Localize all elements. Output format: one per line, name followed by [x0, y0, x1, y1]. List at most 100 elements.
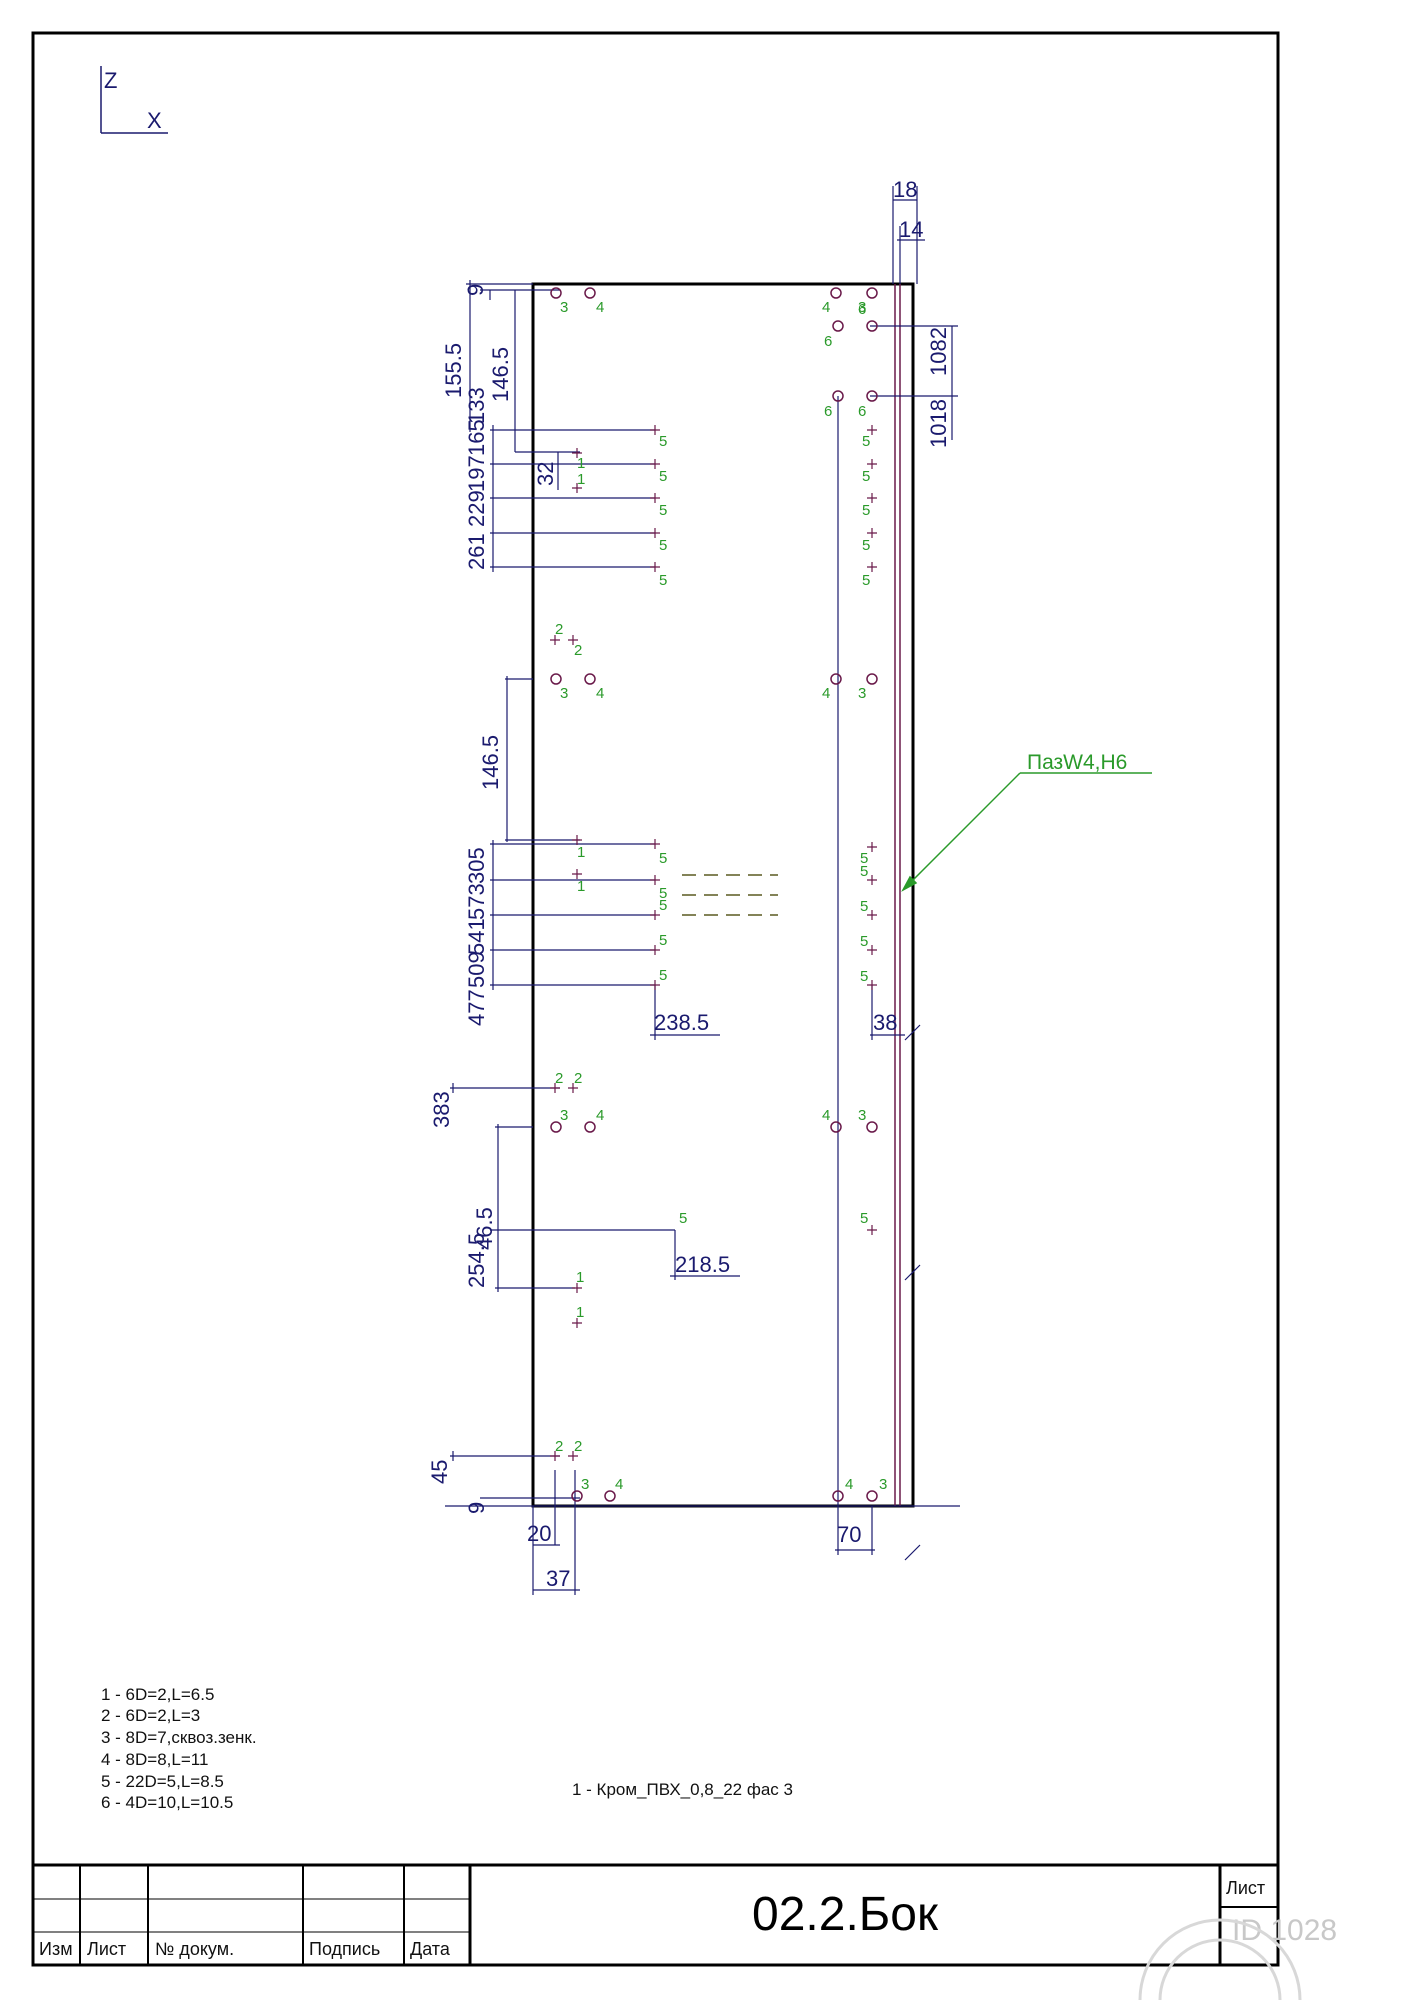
svg-text:5: 5	[659, 932, 667, 949]
dim-37: 37	[546, 1566, 570, 1591]
svg-text:2: 2	[574, 642, 582, 659]
dim-14: 14	[899, 217, 923, 242]
svg-text:2: 2	[574, 1438, 582, 1455]
svg-text:5: 5	[659, 850, 667, 867]
svg-text:5: 5	[862, 537, 870, 554]
legend-item: 5 - 22D=5,L=8.5	[101, 1772, 224, 1791]
svg-text:3: 3	[879, 1476, 887, 1493]
svg-text:2: 2	[555, 621, 563, 638]
dim-261: 261	[464, 533, 489, 570]
svg-text:4: 4	[596, 1107, 604, 1124]
svg-text:1: 1	[577, 455, 585, 472]
svg-text:5: 5	[679, 1210, 687, 1227]
svg-text:5: 5	[659, 967, 667, 984]
watermark-text: ID 1028	[1232, 1914, 1337, 1947]
svg-text:3: 3	[560, 685, 568, 702]
svg-text:6: 6	[824, 403, 832, 420]
groove-lines	[894, 284, 901, 1506]
panel-outline	[531, 282, 915, 1508]
svg-text:5: 5	[862, 502, 870, 519]
axis-indicator	[100, 66, 168, 134]
cross-marks	[550, 425, 877, 1461]
svg-text:5: 5	[659, 897, 667, 914]
drill-holes	[550, 287, 878, 1502]
dim-305: 305	[464, 847, 489, 884]
legend-item: 6 - 4D=10,L=10.5	[101, 1793, 233, 1812]
svg-text:3: 3	[560, 299, 568, 316]
svg-text:2: 2	[574, 1070, 582, 1087]
svg-text:1: 1	[577, 471, 585, 488]
dim-146-5-top: 146.5	[488, 347, 513, 402]
dim-18: 18	[893, 177, 917, 202]
legend-item: 2 - 6D=2,L=3	[101, 1706, 200, 1725]
svg-text:4: 4	[845, 1476, 853, 1493]
dim-477: 477	[464, 989, 489, 1026]
dim-197: 197	[464, 455, 489, 492]
title-block-header-date: Дата	[410, 1939, 451, 1959]
svg-text:5: 5	[659, 572, 667, 589]
title-block-header-sign: Подпись	[309, 1939, 380, 1959]
svg-text:3: 3	[581, 1476, 589, 1493]
dim-1082: 1082	[926, 327, 951, 376]
edge-banding-note: 1 - Кром_ПВХ_0,8_22 фас 3	[572, 1780, 793, 1799]
svg-text:5: 5	[860, 863, 868, 880]
svg-text:1: 1	[576, 1269, 584, 1286]
axis-x-label: X	[147, 108, 162, 133]
dim-38: 38	[873, 1010, 897, 1035]
dim-229: 229	[464, 490, 489, 527]
svg-text:4: 4	[615, 1476, 623, 1493]
svg-text:3: 3	[858, 685, 866, 702]
svg-text:3: 3	[858, 299, 866, 316]
svg-text:6: 6	[824, 333, 832, 350]
svg-text:2: 2	[555, 1070, 563, 1087]
svg-text:4: 4	[596, 299, 604, 316]
svg-text:3: 3	[560, 1107, 568, 1124]
svg-text:5: 5	[862, 468, 870, 485]
sheet-number-label: Лист	[1226, 1878, 1265, 1898]
dim-218-5: 218.5	[675, 1252, 730, 1277]
svg-text:4: 4	[822, 299, 830, 316]
groove-callout	[901, 772, 1152, 892]
dim-541: 541	[464, 918, 489, 955]
title-block-header-list: Лист	[87, 1939, 126, 1959]
groove-callout-label: ПазW4,H6	[1027, 751, 1127, 774]
svg-text:5: 5	[659, 502, 667, 519]
drawing-title: 02.2.Бок	[752, 1888, 939, 1941]
svg-text:4: 4	[822, 685, 830, 702]
watermark-logo-icon	[1138, 1918, 1302, 2000]
svg-text:1: 1	[577, 878, 585, 895]
title-block-header-doc: № докум.	[155, 1939, 234, 1959]
legend-item: 4 - 8D=8,L=11	[101, 1750, 208, 1769]
svg-text:5: 5	[860, 1210, 868, 1227]
title-block	[33, 1863, 1278, 1965]
dim-509: 509	[464, 951, 489, 988]
slot-dashes	[682, 874, 778, 916]
sheet-frame	[31, 31, 1280, 1967]
svg-text:5: 5	[860, 850, 868, 867]
title-block-header-izm: Изм	[39, 1939, 73, 1959]
svg-text:5: 5	[862, 572, 870, 589]
svg-text:1: 1	[577, 844, 585, 861]
svg-text:5: 5	[659, 885, 667, 902]
dim-70: 70	[837, 1522, 861, 1547]
svg-text:5: 5	[862, 433, 870, 450]
svg-text:3: 3	[858, 1107, 866, 1124]
dim-133: 133	[464, 387, 489, 424]
svg-text:5: 5	[659, 468, 667, 485]
dim-573: 573	[464, 883, 489, 920]
svg-text:6: 6	[858, 403, 866, 420]
dim-9-top: 9	[463, 284, 488, 296]
svg-text:6: 6	[858, 301, 866, 318]
svg-text:5: 5	[659, 537, 667, 554]
dim-32: 32	[533, 462, 558, 486]
legend-item: 1 - 6D=2,L=6.5	[101, 1685, 214, 1704]
dim-146-5-mid: 146.5	[478, 735, 503, 790]
svg-text:5: 5	[659, 433, 667, 450]
svg-text:1: 1	[576, 1304, 584, 1321]
svg-text:2: 2	[555, 1438, 563, 1455]
dim-46-5: 46.5	[472, 1207, 497, 1250]
dim-155-5: 155.5	[441, 343, 466, 398]
svg-text:4: 4	[596, 685, 604, 702]
